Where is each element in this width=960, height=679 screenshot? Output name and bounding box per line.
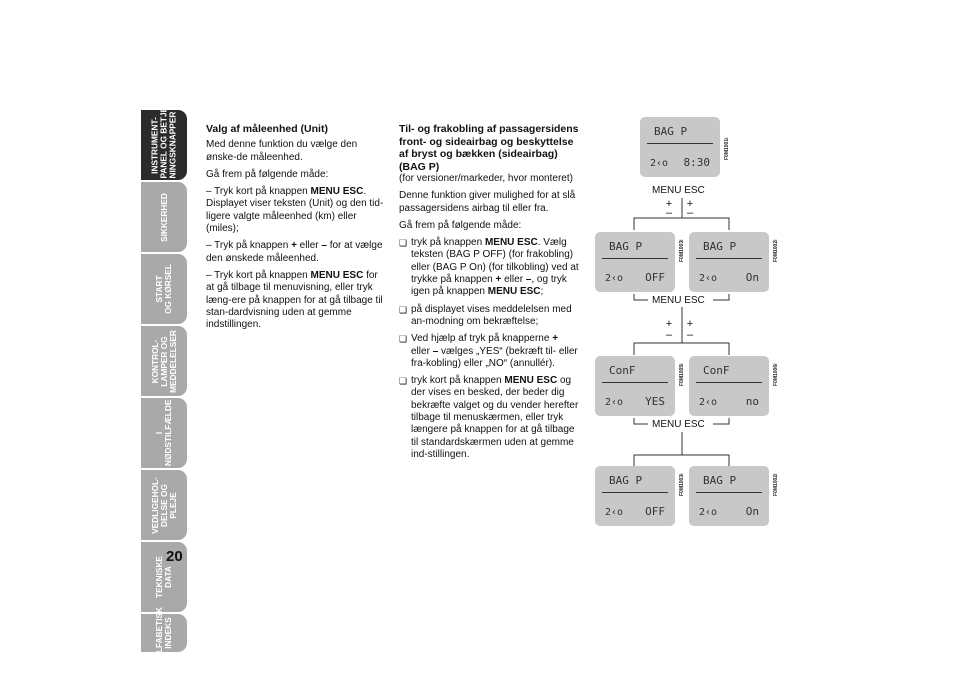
tab-nodstilfaelde[interactable]: I NØDSTILFÆLDE — [141, 398, 187, 468]
middle-column: Til- og frakobling af passagersidens fro… — [399, 123, 579, 466]
list-item: tryk på knappen MENU ESC. Vælg teksten (… — [399, 237, 579, 298]
paragraph: Gå frem på følgende måde: — [399, 219, 522, 231]
tab-alfabetisk-indeks[interactable]: ALFABETISK INDEKS — [141, 607, 187, 659]
figure-code: F0M1003i — [679, 239, 685, 262]
plus-label: + — [686, 198, 694, 210]
figure-code: F0M1005i — [679, 363, 685, 386]
display-title: ConF — [609, 364, 636, 377]
paragraph: Denne funktion giver mulighed for at slå… — [399, 190, 576, 214]
display-status: 2‹o — [699, 273, 718, 284]
lcd-display: BAG P 2‹o 8:30 — [640, 117, 720, 177]
lcd-display: BAG P 2‹o On — [689, 232, 769, 292]
subheading: (for versioner/markeder, hvor monteret) — [399, 173, 573, 184]
lcd-display: ConF 2‹o YES — [595, 356, 675, 416]
display-value: 8:30 — [683, 156, 711, 169]
display-value: On — [745, 505, 759, 518]
paragraph: – Tryk på knappen + eller – for at vælge… — [206, 240, 383, 264]
display-value: OFF — [645, 505, 665, 518]
display-status: 2‹o — [699, 507, 718, 518]
menu-esc-label: MENU ESC — [652, 295, 705, 306]
minus-label: – — [665, 329, 673, 341]
display-title: BAG P — [609, 474, 643, 487]
display-title: BAG P — [609, 240, 643, 253]
lcd-display: BAG P 2‹o On — [689, 466, 769, 526]
display-value: YES — [645, 395, 665, 408]
list-item: på displayet vises meddelelsen med an-mo… — [399, 304, 579, 329]
tab-vedligeholdelse[interactable]: VEDLIGEHOL- DELSE OG PLEJE — [141, 470, 187, 540]
display-status: 2‹o — [605, 273, 624, 284]
menu-esc-label: MENU ESC — [652, 419, 705, 430]
paragraph: Med denne funktion du vælge den ønske-de… — [206, 139, 358, 163]
figure-code: F0M1002i — [773, 473, 779, 496]
tab-kontrollamper[interactable]: KONTROL- LAMPER OG MEDDELELSER — [141, 326, 187, 396]
plus-label: + — [665, 198, 673, 210]
figure-code: F0M1003i — [679, 473, 685, 496]
paragraph: – Tryk kort på knappen MENU ESC for at g… — [206, 269, 383, 331]
display-title: BAG P — [703, 474, 737, 487]
display-status: 2‹o — [699, 397, 718, 408]
list-item: tryk kort på knappen MENU ESC og der vis… — [399, 375, 579, 461]
tab-instrumentpanel[interactable]: INSTRUMENT- PANEL OG BETJE- NINGSKNAPPER — [141, 104, 187, 180]
list-item: Ved hjælp af tryk på knapperne + eller –… — [399, 333, 579, 370]
tab-tekniske-data[interactable]: TEKNISKE DATA — [141, 542, 187, 612]
display-status: 2‹o — [605, 507, 624, 518]
display-value: OFF — [645, 271, 665, 284]
plus-label: + — [665, 318, 673, 330]
display-status: 2‹o — [605, 397, 624, 408]
lcd-display: BAG P 2‹o OFF — [595, 232, 675, 292]
plus-label: + — [686, 318, 694, 330]
display-title: ConF — [703, 364, 730, 377]
display-value: no — [745, 395, 759, 408]
paragraph: – Tryk kort på knappen MENU ESC. Display… — [206, 186, 384, 235]
minus-label: – — [665, 207, 673, 219]
display-title: BAG P — [703, 240, 737, 253]
lcd-display: ConF 2‹o no — [689, 356, 769, 416]
minus-label: – — [686, 329, 694, 341]
figure-code: F0M1006i — [773, 363, 779, 386]
section-heading: Til- og frakobling af passagersidens fro… — [399, 123, 579, 173]
figure-code: F0M1001i — [724, 137, 730, 160]
lcd-display: BAG P 2‹o OFF — [595, 466, 675, 526]
left-column: Valg af måleenhed (Unit) Med denne funkt… — [206, 123, 388, 336]
page-number: 20 — [166, 548, 183, 565]
tab-start-og-korsel[interactable]: START OG KØRSEL — [141, 254, 187, 324]
minus-label: – — [686, 207, 694, 219]
display-title: BAG P — [654, 125, 688, 138]
display-status: 2‹o — [650, 158, 669, 169]
paragraph: Gå frem på følgende måde: — [206, 168, 329, 180]
menu-esc-label: MENU ESC — [652, 185, 705, 196]
display-value: On — [745, 271, 759, 284]
tab-sikkerhed[interactable]: SIKKERHED — [141, 182, 187, 252]
figure-code: F0M1002i — [773, 239, 779, 262]
section-heading: Valg af måleenhed (Unit) — [206, 123, 328, 135]
